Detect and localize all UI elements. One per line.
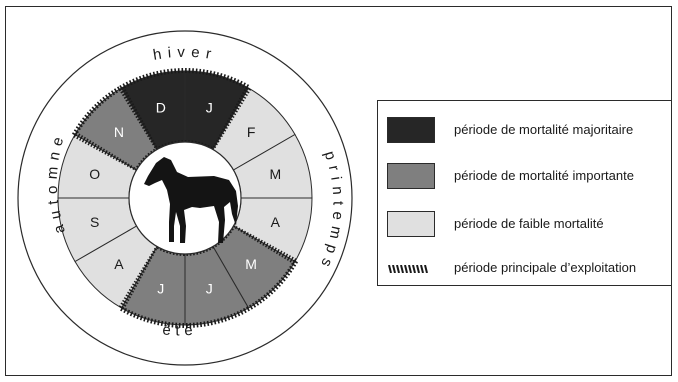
- month-label-11: N: [114, 124, 124, 140]
- legend-item-exploitation: période principale d’exploitation: [378, 255, 671, 283]
- legend-item-important: période de mortalité importante: [378, 163, 671, 191]
- month-label-10: O: [89, 166, 100, 182]
- month-label-1: J: [206, 100, 213, 116]
- month-label-7: J: [157, 280, 164, 296]
- month-label-0: D: [156, 100, 166, 116]
- month-label-2: F: [247, 124, 256, 140]
- swatch-important: [387, 163, 435, 189]
- month-label-6: J: [206, 280, 213, 296]
- legend: période de mortalité majoritaire période…: [377, 100, 672, 286]
- season-label-summer: été: [162, 321, 198, 339]
- legend-label-majority: période de mortalité majoritaire: [454, 122, 633, 137]
- hatched-band-icon: [388, 265, 436, 273]
- month-label-8: A: [114, 256, 124, 272]
- legend-item-low: période de faible mortalité: [378, 211, 671, 239]
- month-label-9: S: [90, 214, 99, 230]
- swatch-low: [387, 211, 435, 237]
- month-label-4: A: [271, 214, 281, 230]
- swatch-majority: [387, 117, 435, 143]
- season-text-summer: été: [162, 321, 198, 339]
- legend-label-important: période de mortalité importante: [454, 168, 634, 183]
- month-label-5: M: [245, 256, 257, 272]
- legend-item-majority: période de mortalité majoritaire: [378, 117, 671, 145]
- legend-label-low: période de faible mortalité: [454, 216, 604, 231]
- legend-label-exploitation: période principale d’exploitation: [454, 260, 636, 275]
- month-label-3: M: [269, 166, 281, 182]
